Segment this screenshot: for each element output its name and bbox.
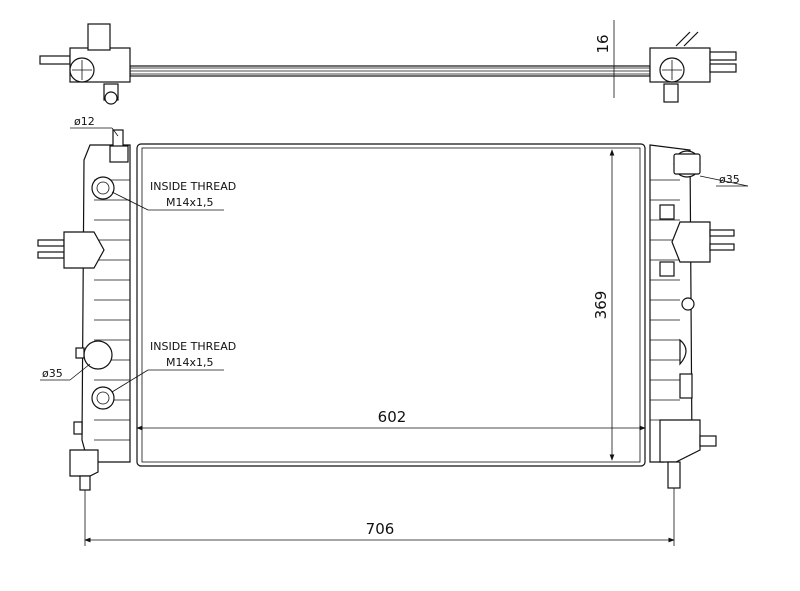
front-view: 602 369 706 ø12 ø35 ø35 INSIDE THREAD M1…	[37, 115, 749, 546]
top-view: 16	[39, 20, 737, 105]
left-tank	[37, 129, 131, 491]
upper-thread-boss	[91, 176, 115, 200]
pipe-12-label: ø12	[74, 115, 95, 128]
right-tank	[649, 144, 735, 489]
dim-369-label: 369	[592, 291, 610, 320]
lower-thread-boss	[91, 386, 115, 410]
pipe-35-left-label: ø35	[42, 367, 63, 380]
core	[136, 143, 646, 467]
dim-602-label: 602	[378, 408, 407, 426]
dim-16-label: 16	[594, 34, 612, 53]
upper-thread-label-1: INSIDE THREAD	[150, 180, 236, 193]
right-side-connector	[671, 221, 711, 263]
dim-706-label: 706	[366, 520, 395, 538]
left-side-connector	[63, 231, 105, 269]
top-view-right-tank	[649, 31, 737, 103]
lower-thread-label-2: M14x1,5	[166, 356, 214, 369]
right-boss-upper	[659, 204, 675, 220]
pipe-35-left	[83, 340, 113, 370]
drain-plug	[699, 435, 717, 447]
top-view-left-tank	[39, 23, 131, 105]
right-boss-lower	[659, 261, 675, 277]
pipe-35-right-label: ø35	[719, 173, 740, 186]
upper-thread-label-2: M14x1,5	[166, 196, 214, 209]
left-pin	[79, 475, 91, 491]
right-pin	[667, 461, 681, 489]
pipe-12	[112, 129, 124, 149]
lower-thread-label-1: INSIDE THREAD	[150, 340, 236, 353]
